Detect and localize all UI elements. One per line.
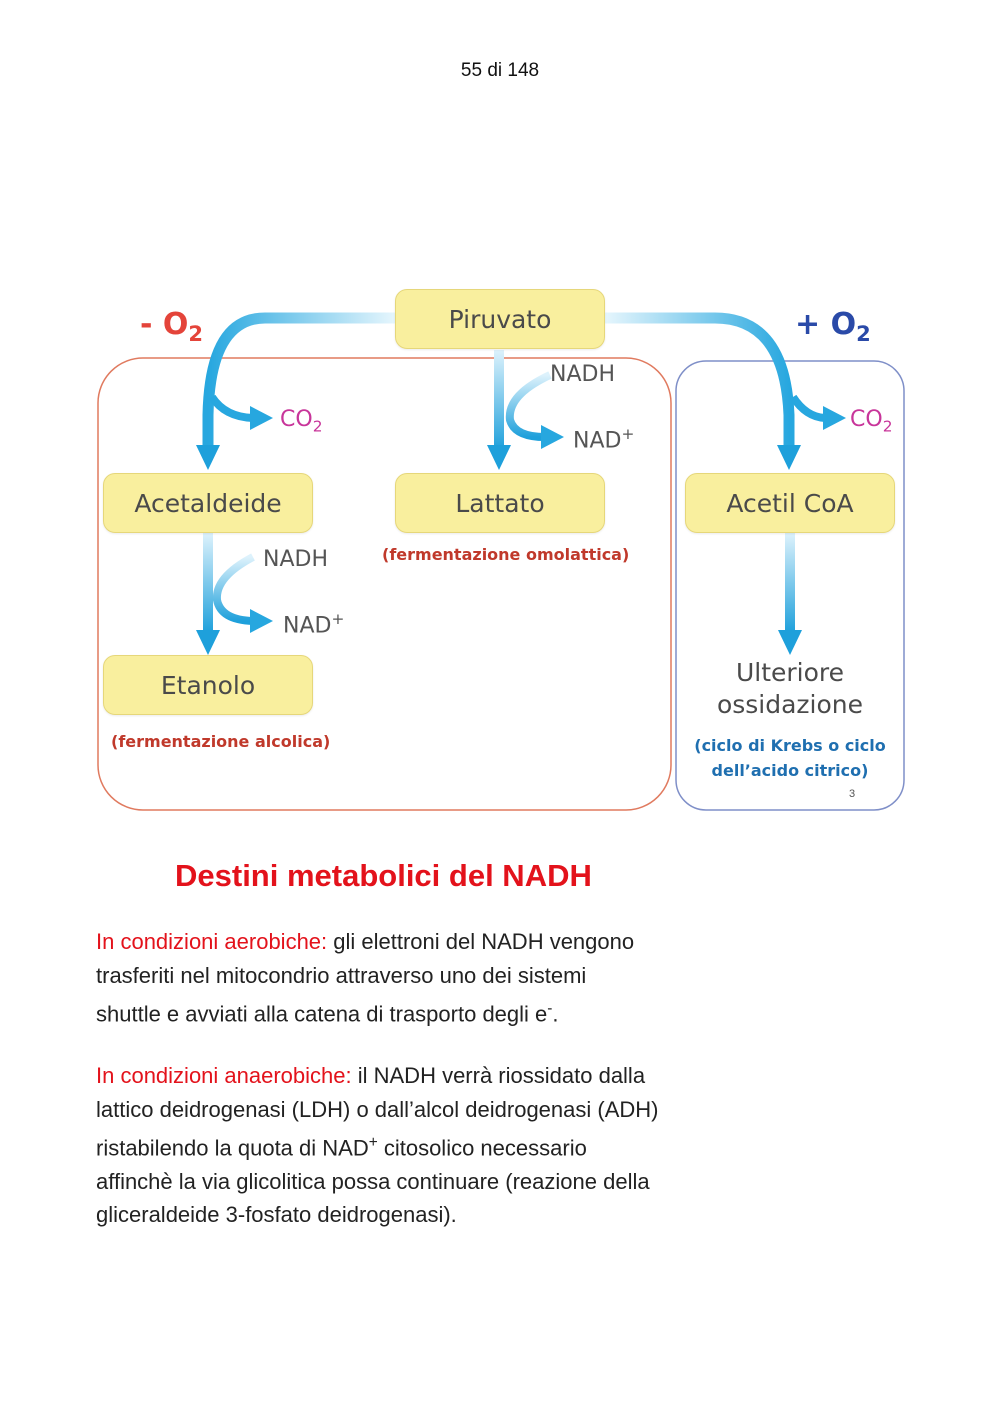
etanolo-box: Etanolo [103, 655, 313, 715]
section-title: Destini metabolici del NADH [175, 858, 592, 893]
arrow-to-etanolo [203, 533, 213, 633]
aerobic-frame [675, 360, 905, 811]
krebs-note: (ciclo di Krebs o ciclo dell’acido citri… [694, 736, 886, 780]
arrow-head-acetil-coa [777, 445, 801, 470]
arrow-to-acetaldeide [202, 312, 395, 453]
arrow-head-lattato [487, 445, 511, 470]
ulteriore-ossidazione-label: Ulteriore ossidazione [716, 658, 864, 719]
arrow-to-acetil-coa [605, 312, 795, 453]
minus-o2-label: - O2 [140, 307, 204, 346]
co2-right-label: CO2 [850, 407, 893, 436]
slide-number: 3 [849, 788, 856, 800]
piruvato-box: Piruvato [395, 289, 605, 349]
fermentazione-alcolica-note: (fermentazione alcolica) [111, 732, 331, 751]
arrow-head-etanolo [196, 630, 220, 655]
arrow-nadh-left [212, 553, 255, 625]
arrow-nadh-top [505, 371, 552, 441]
arrow-to-ossidazione [785, 533, 795, 633]
arrow-head-nad-left [250, 609, 273, 633]
arrow-head-acetaldeide [196, 445, 220, 470]
nadh-fate-diagram: - O2 + O2 Piruvato Acetaldeide Lattato A… [95, 285, 907, 815]
plus-o2-label: + O2 [795, 307, 871, 346]
acetaldeide-box: Acetaldeide [103, 473, 313, 533]
anaerobic-paragraph: In condizioni anaerobiche: il NADH verrà… [96, 1063, 659, 1228]
arrow-head-co2-right [823, 406, 846, 430]
arrow-co2-right [789, 394, 826, 422]
arrow-to-lattato [494, 350, 504, 450]
acetil-coa-box: Acetil CoA [685, 473, 895, 533]
arrow-head-co2-left [250, 406, 273, 430]
co2-left-label: CO2 [280, 407, 323, 436]
lattato-box: Lattato [395, 473, 605, 533]
nad-left-label: NAD+ [283, 610, 345, 639]
nadh-top-label: NADH [550, 362, 615, 387]
arrow-head-nad-top [541, 425, 564, 449]
anaerobic-frame [97, 357, 672, 811]
arrow-head-ossidazione [778, 630, 802, 655]
nad-top-label: NAD+ [573, 425, 635, 454]
arrow-co2-left [208, 394, 254, 422]
nadh-left-label: NADH [263, 547, 328, 572]
aerobic-paragraph: In condizioni aerobiche: gli elettroni d… [96, 929, 635, 1027]
page-number: 55 di 148 [460, 60, 540, 81]
diagram-frames-and-arrows [97, 312, 905, 811]
fermentazione-omolattica-note: (fermentazione omolattica) [382, 545, 630, 564]
